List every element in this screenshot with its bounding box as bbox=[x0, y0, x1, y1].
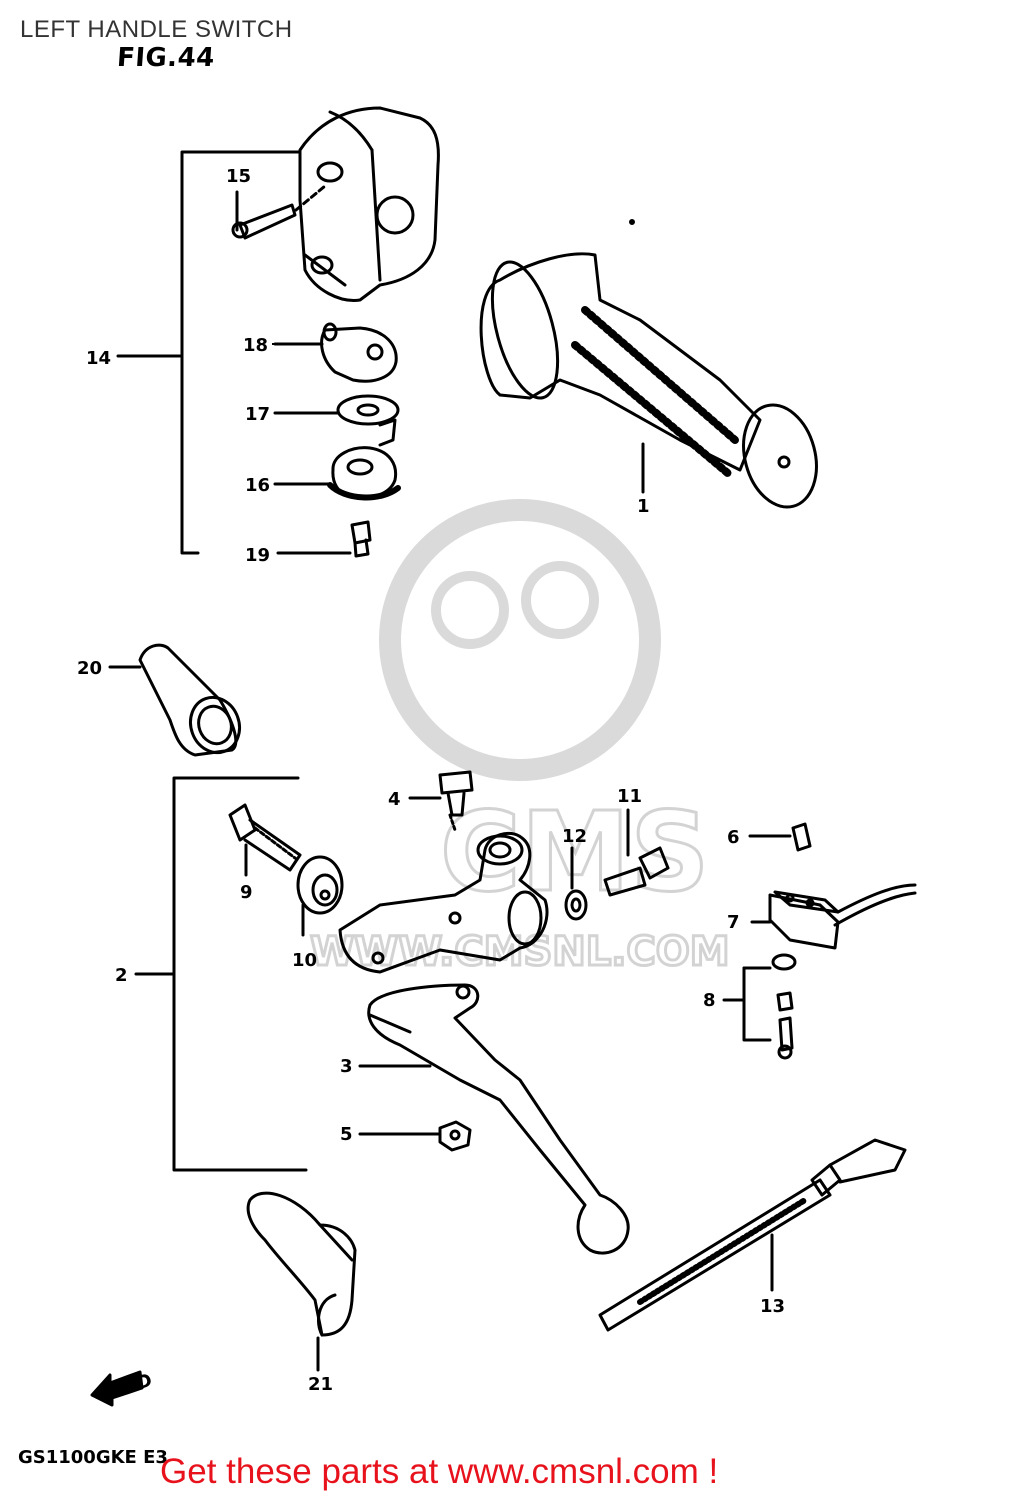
promo-link[interactable]: Get these parts at www.cmsnl.com ! bbox=[160, 1452, 719, 1491]
lever-holder bbox=[338, 831, 549, 974]
callout-labels: 1 2 3 4 5 6 7 8 9 10 11 12 13 14 15 16 1… bbox=[77, 166, 785, 1404]
model-code: GS1100GKE E3 bbox=[18, 1447, 168, 1468]
switch-parts bbox=[273, 322, 401, 558]
clutch-switch-7 bbox=[750, 883, 917, 950]
callout-10: 10 bbox=[292, 950, 317, 971]
bolt-11 bbox=[603, 808, 670, 897]
rubber-boot-20 bbox=[108, 643, 242, 757]
callout-13: 13 bbox=[760, 1296, 785, 1317]
callout-2: 2 bbox=[115, 965, 128, 986]
fwd-arrow-icon bbox=[90, 1370, 144, 1407]
bolt-9 bbox=[228, 803, 302, 877]
callout-21: 21 bbox=[308, 1374, 333, 1395]
screw-6 bbox=[748, 822, 812, 852]
cable-tie-13 bbox=[598, 1138, 907, 1332]
callout-4: 4 bbox=[388, 789, 401, 810]
callout-7: 7 bbox=[727, 912, 740, 933]
callout-9: 9 bbox=[240, 882, 253, 903]
callout-17: 17 bbox=[245, 404, 270, 425]
callout-11: 11 bbox=[617, 786, 642, 807]
callout-14: 14 bbox=[86, 348, 111, 369]
handle-grip bbox=[479, 219, 818, 509]
callout-20: 20 bbox=[77, 658, 102, 679]
callout-6: 6 bbox=[727, 827, 740, 848]
callout-19: 19 bbox=[245, 545, 270, 566]
washer-12 bbox=[564, 846, 588, 921]
callout-18: 18 bbox=[243, 335, 268, 356]
callout-12: 12 bbox=[562, 826, 587, 847]
callout-3: 3 bbox=[340, 1056, 353, 1077]
lever-cover-21 bbox=[246, 1191, 357, 1372]
screw-15 bbox=[231, 184, 327, 240]
watermark-url: WWW.CMSNL.COM bbox=[310, 929, 730, 975]
cms-watermark: CMS WWW.CMSNL.COM bbox=[309, 499, 731, 977]
callout-16: 16 bbox=[245, 475, 270, 496]
callout-1: 1 bbox=[637, 496, 650, 517]
switch-housing bbox=[298, 106, 440, 302]
page-title: LEFT HANDLE SWITCH bbox=[20, 16, 293, 43]
nut-10 bbox=[296, 855, 344, 937]
clutch-lever-3 bbox=[358, 983, 630, 1255]
callout-15: 15 bbox=[226, 166, 251, 187]
callout-5: 5 bbox=[340, 1124, 353, 1145]
callout-8: 8 bbox=[703, 990, 716, 1011]
bracket-14 bbox=[180, 150, 302, 555]
nut-5 bbox=[358, 1120, 472, 1152]
pivot-bolt-4 bbox=[408, 770, 474, 832]
watermark-brand: CMS bbox=[440, 788, 709, 916]
screw-set-8 bbox=[722, 953, 797, 1060]
